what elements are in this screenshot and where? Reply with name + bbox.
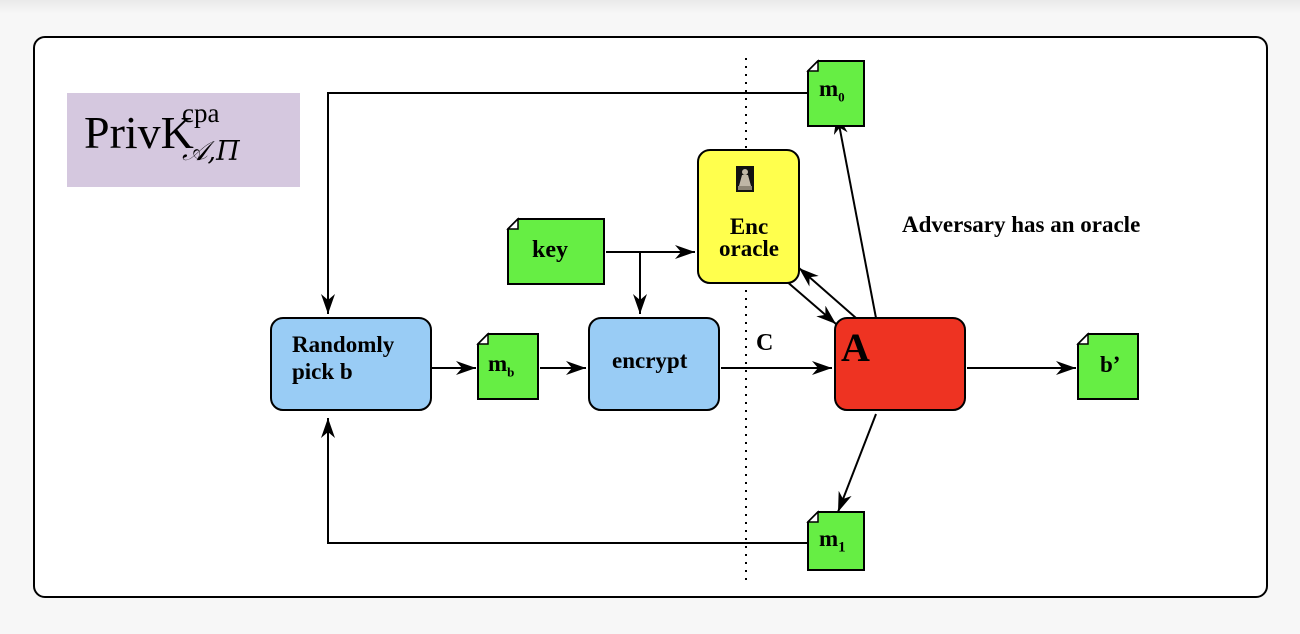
encrypt-box [588, 317, 720, 411]
edge-adversary-to-m1 [837, 413, 877, 513]
random-pick-box [270, 317, 432, 411]
edge-oracle-to-adversary [784, 279, 837, 325]
title-box [67, 93, 300, 187]
experiment-title: PrivK cpa 𝒜,Π [84, 100, 240, 166]
adversary-box [834, 317, 966, 411]
title-subscript: 𝒜,Π [182, 136, 240, 167]
adversary-label: A [841, 325, 870, 370]
edge-m0-to-picker [321, 92, 808, 314]
m0-label: m0 [819, 76, 845, 105]
edge-adversary-to-oracle [798, 267, 857, 319]
mb-label: mb [488, 351, 515, 380]
enc-oracle-box [697, 149, 800, 284]
enc-oracle-label: Enc oracle [718, 214, 779, 261]
oracle-statue-icon [736, 166, 754, 192]
top-bar [0, 0, 1300, 14]
edge-adversary-to-m0 [833, 113, 877, 319]
key-label: key [532, 237, 568, 263]
ciphertext-label: C [756, 330, 774, 356]
oracle-annotation: Adversary has an oracle [902, 212, 1141, 237]
random-pick-label: Randomly pick b [292, 332, 395, 384]
edge-m1-to-picker [321, 418, 808, 544]
title-superscript: cpa [182, 98, 220, 128]
title-base: PrivK [84, 107, 194, 158]
encrypt-label: encrypt [612, 348, 688, 373]
bprime-label: b’ [1100, 352, 1121, 377]
m1-label: m1 [819, 526, 846, 556]
